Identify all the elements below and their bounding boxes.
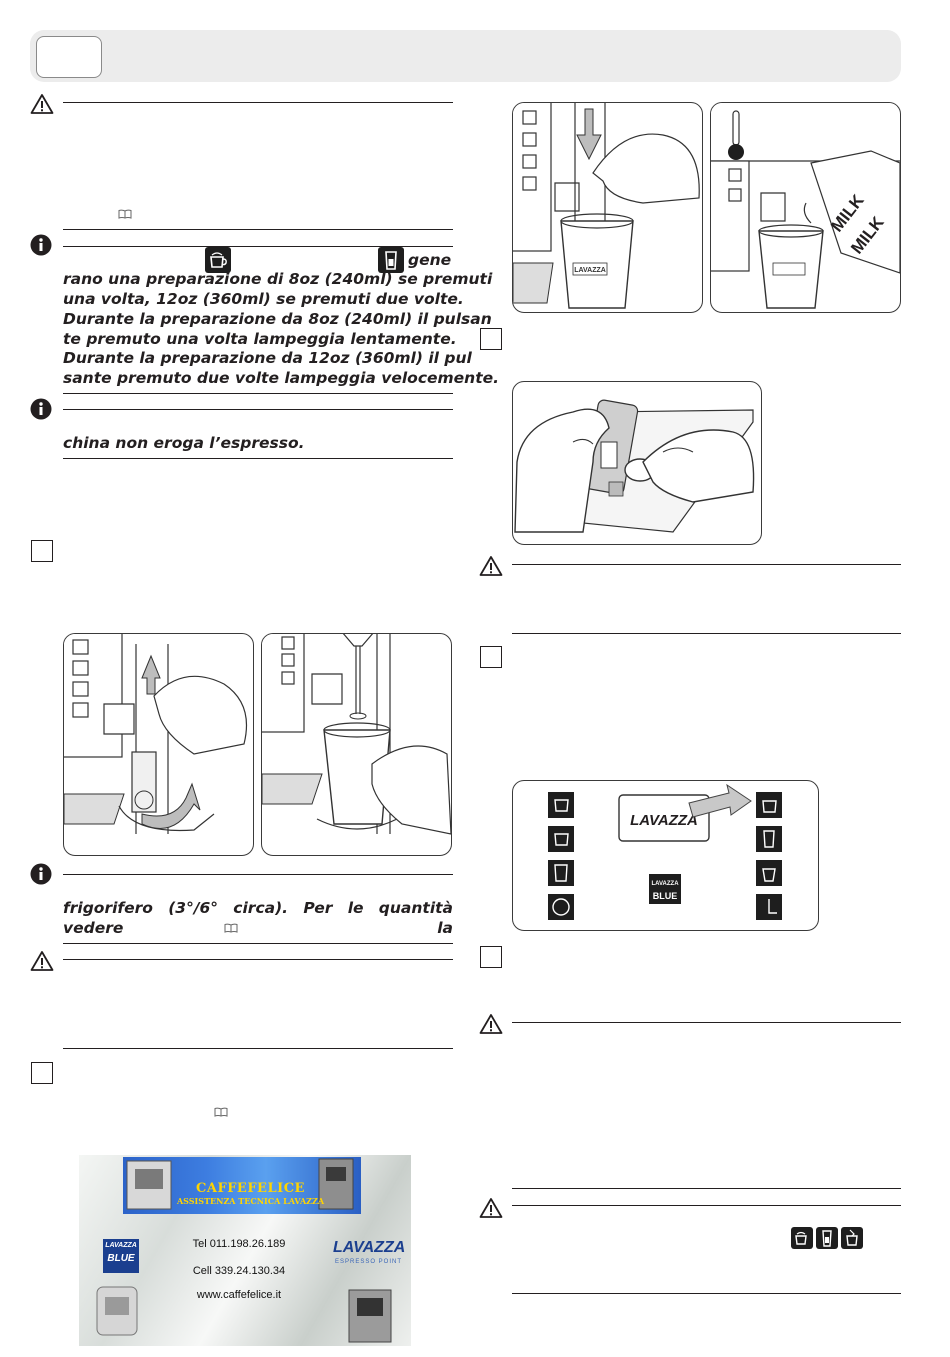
divider [512, 633, 901, 634]
book-icon [118, 208, 132, 222]
step-checkbox [480, 946, 502, 968]
illustration-cup-under-frother [261, 633, 452, 856]
warning-triangle-icon [479, 555, 503, 577]
lavazza-logo-right: LAVAZZA [333, 1239, 406, 1256]
step-checkbox [31, 1062, 53, 1084]
step-checkbox [480, 646, 502, 668]
panel-small-logo: LAVAZZA [651, 881, 679, 887]
divider [63, 458, 453, 459]
illustration-capsule-insert [512, 381, 762, 545]
warning-triangle-icon [479, 1197, 503, 1219]
divider [63, 393, 453, 394]
info1-line3: una volta, 12oz (360ml) se premuti due v… [63, 290, 464, 308]
warning-triangle-icon [30, 93, 54, 115]
divider [512, 1205, 901, 1206]
divider [63, 943, 453, 944]
cappuccino-button-icon [791, 1227, 813, 1249]
book-icon [214, 1106, 228, 1120]
step-checkbox [480, 328, 502, 350]
lavazza-blue-logo: LAVAZZA BLUE [103, 1239, 139, 1273]
card-cell: Cell 339.24.130.34 [192, 1265, 286, 1277]
illustration-milk-carton: MILK MILK [710, 102, 901, 313]
info-circle-icon [30, 234, 52, 256]
divider [512, 564, 901, 565]
card-machine-images [96, 1286, 392, 1343]
step-checkbox [31, 540, 53, 562]
divider [63, 1048, 453, 1049]
info-circle-icon [30, 398, 52, 420]
info1-line1-suffix: gene [408, 251, 452, 269]
illustration-control-panel: LAVAZZA LAVAZZA BLUE [512, 780, 819, 931]
warning-triangle-icon [479, 1013, 503, 1035]
card-brand-title: CAFFEFELICE [196, 1181, 305, 1196]
info1-line5: te premuto una volta lampeggia lentament… [63, 330, 457, 348]
divider [63, 246, 453, 247]
panel-lavazza-logo: LAVAZZA [630, 812, 698, 829]
cappuccino-button-icon [205, 247, 231, 273]
warning-triangle-icon [30, 950, 54, 972]
info1-line2: rano una preparazione di 8oz (240ml) se … [63, 270, 493, 288]
divider [512, 1022, 901, 1023]
divider [63, 229, 453, 230]
divider [63, 874, 453, 875]
info-circle-icon [30, 863, 52, 885]
espresso-point-text: ESPRESSO POINT [335, 1259, 403, 1265]
divider [512, 1293, 901, 1294]
divider [63, 409, 453, 410]
divider [63, 102, 453, 103]
latte-button-icon [378, 247, 404, 273]
info1-line6: Durante la preparazione da 12oz (360ml) … [63, 349, 472, 367]
logo-left-bottom-text: BLUE [107, 1253, 135, 1264]
panel-blue-logo: BLUE [653, 891, 678, 901]
card-web: www.caffefelice.it [196, 1289, 282, 1301]
divider [512, 1188, 901, 1189]
page-header-bar [30, 30, 901, 82]
latte-button-icon [816, 1227, 838, 1249]
info1-line4: Durante la preparazione da 8oz (240ml) i… [63, 310, 492, 328]
book-icon [224, 922, 238, 936]
card-banner [123, 1157, 361, 1214]
info3-line2: frigorifero (3°/6° circa). Per le quanti… [63, 899, 453, 937]
logo-left-top-text: LAVAZZA [105, 1242, 137, 1249]
card-subtitle: ASSISTENZA TECNICA LAVAZZA [176, 1196, 325, 1206]
hot-milk-button-icon [841, 1227, 863, 1249]
card-tel: Tel 011.198.26.189 [192, 1238, 286, 1250]
info2-line2: china non eroga l’espresso. [63, 434, 305, 452]
illustration-frother-lower: LAVAZZA [512, 102, 703, 313]
illustration-frother-raise [63, 633, 254, 856]
advert-business-card: CAFFEFELICE ASSISTENZA TECNICA LAVAZZA L… [79, 1155, 411, 1346]
page-number-box [36, 36, 102, 78]
cup-brand-text: LAVAZZA [574, 267, 606, 274]
info1-line7: sante premuto due volte lampeggia veloce… [63, 369, 500, 387]
divider [63, 959, 453, 960]
